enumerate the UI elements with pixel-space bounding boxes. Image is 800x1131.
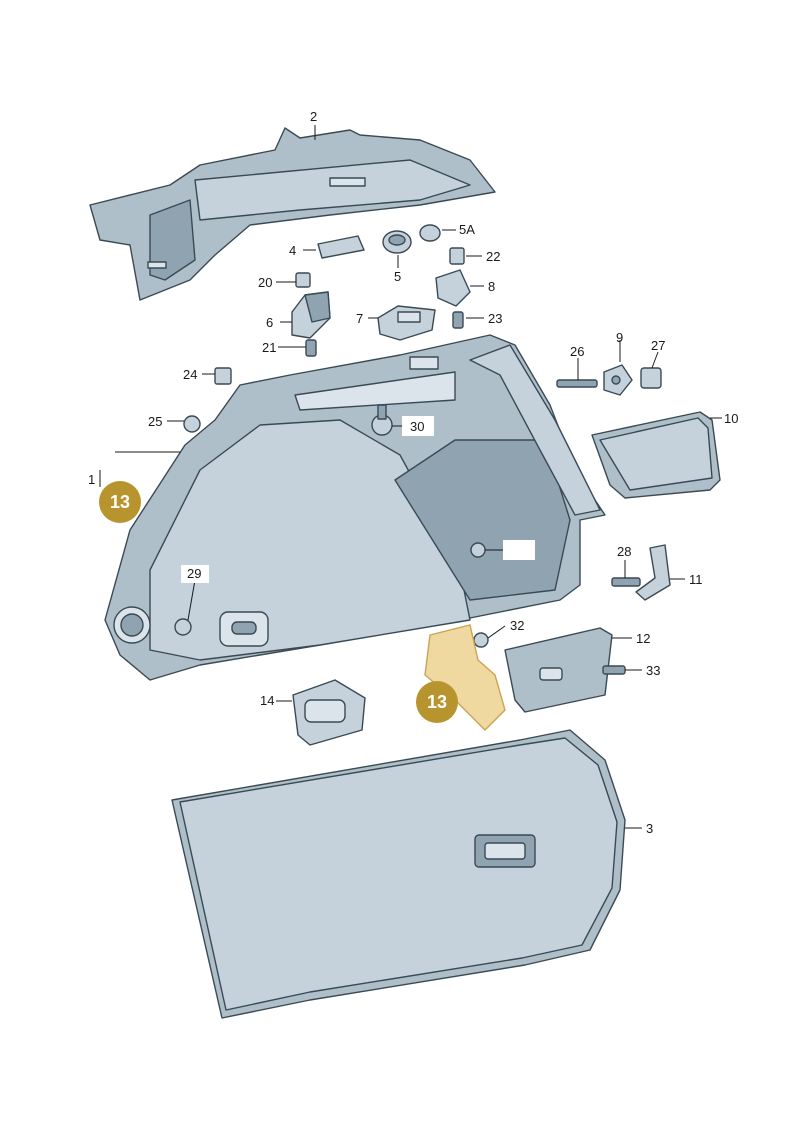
leader-lines [99, 125, 722, 829]
callout-8: 8 [488, 279, 495, 294]
badge-13-right-label: 13 [427, 692, 447, 712]
part-23-screw [452, 311, 464, 329]
callout-1: 1 [88, 472, 95, 487]
part-11-bracket [635, 544, 671, 601]
callout-7: 7 [356, 311, 363, 326]
callout-27: 27 [651, 338, 665, 353]
callout-5a: 5A [459, 222, 475, 237]
part-21-screw [305, 339, 317, 357]
callout-32: 33 [646, 663, 660, 678]
callouts: 2 1 3 4 5 5A 6 7 8 9 10 11 12 14 20 21 2… [88, 109, 738, 836]
callout-5: 5 [394, 269, 401, 284]
callout-23: 23 [488, 311, 502, 326]
callout-10: 10 [724, 411, 738, 426]
part-10-cover [591, 411, 721, 499]
callout-24: 24 [183, 367, 197, 382]
callout-31: 32 [510, 618, 524, 633]
part-12-bracket [504, 627, 613, 713]
callout-26: 26 [570, 344, 584, 359]
part-1-side-trim [104, 334, 606, 681]
part-33-screw [470, 542, 486, 558]
callout-20: 20 [258, 275, 272, 290]
badge-13-left: 13 [99, 481, 141, 523]
part-25-clip [183, 415, 201, 433]
part-6-bracket [291, 291, 331, 339]
part-24-clip [214, 367, 232, 385]
part-30-clip [371, 404, 393, 436]
callout-29: 29 [187, 566, 201, 581]
callout-30: 30 [410, 419, 424, 434]
part-31-nut [473, 632, 489, 648]
callout-2: 2 [310, 109, 317, 124]
callout-3: 3 [646, 821, 653, 836]
part-5a-plug [419, 224, 441, 242]
callout-28: 28 [617, 544, 631, 559]
callout-4: 4 [289, 243, 296, 258]
callout-6: 6 [266, 315, 273, 330]
part-8-bracket [435, 269, 471, 307]
part-22-clip [449, 247, 465, 265]
part-26-bolt [556, 379, 598, 388]
part-7-holder [377, 305, 436, 341]
callout-22: 22 [486, 249, 500, 264]
part-32-screw [602, 665, 626, 675]
part-14-handle [292, 679, 366, 746]
part-27-nut [640, 367, 662, 389]
part-28-screw [611, 577, 641, 587]
part-2-upper-trim [89, 127, 496, 301]
part-4-clip [317, 235, 365, 259]
callout-21: 21 [262, 340, 276, 355]
callout-12: 12 [636, 631, 650, 646]
boxed-callouts: 29 30 [181, 416, 535, 583]
callout-14: 14 [260, 693, 274, 708]
badge-13-left-label: 13 [110, 492, 130, 512]
part-20-clip [295, 272, 311, 288]
part-29-clip [174, 618, 192, 636]
callout-9: 9 [616, 330, 623, 345]
callout-11: 11 [689, 572, 703, 587]
callout-25: 25 [148, 414, 162, 429]
part-9-bracket [603, 364, 633, 396]
badge-13-right: 13 [416, 681, 458, 723]
part-3-floor-cover [171, 729, 626, 1019]
part-5-cap [382, 230, 412, 254]
